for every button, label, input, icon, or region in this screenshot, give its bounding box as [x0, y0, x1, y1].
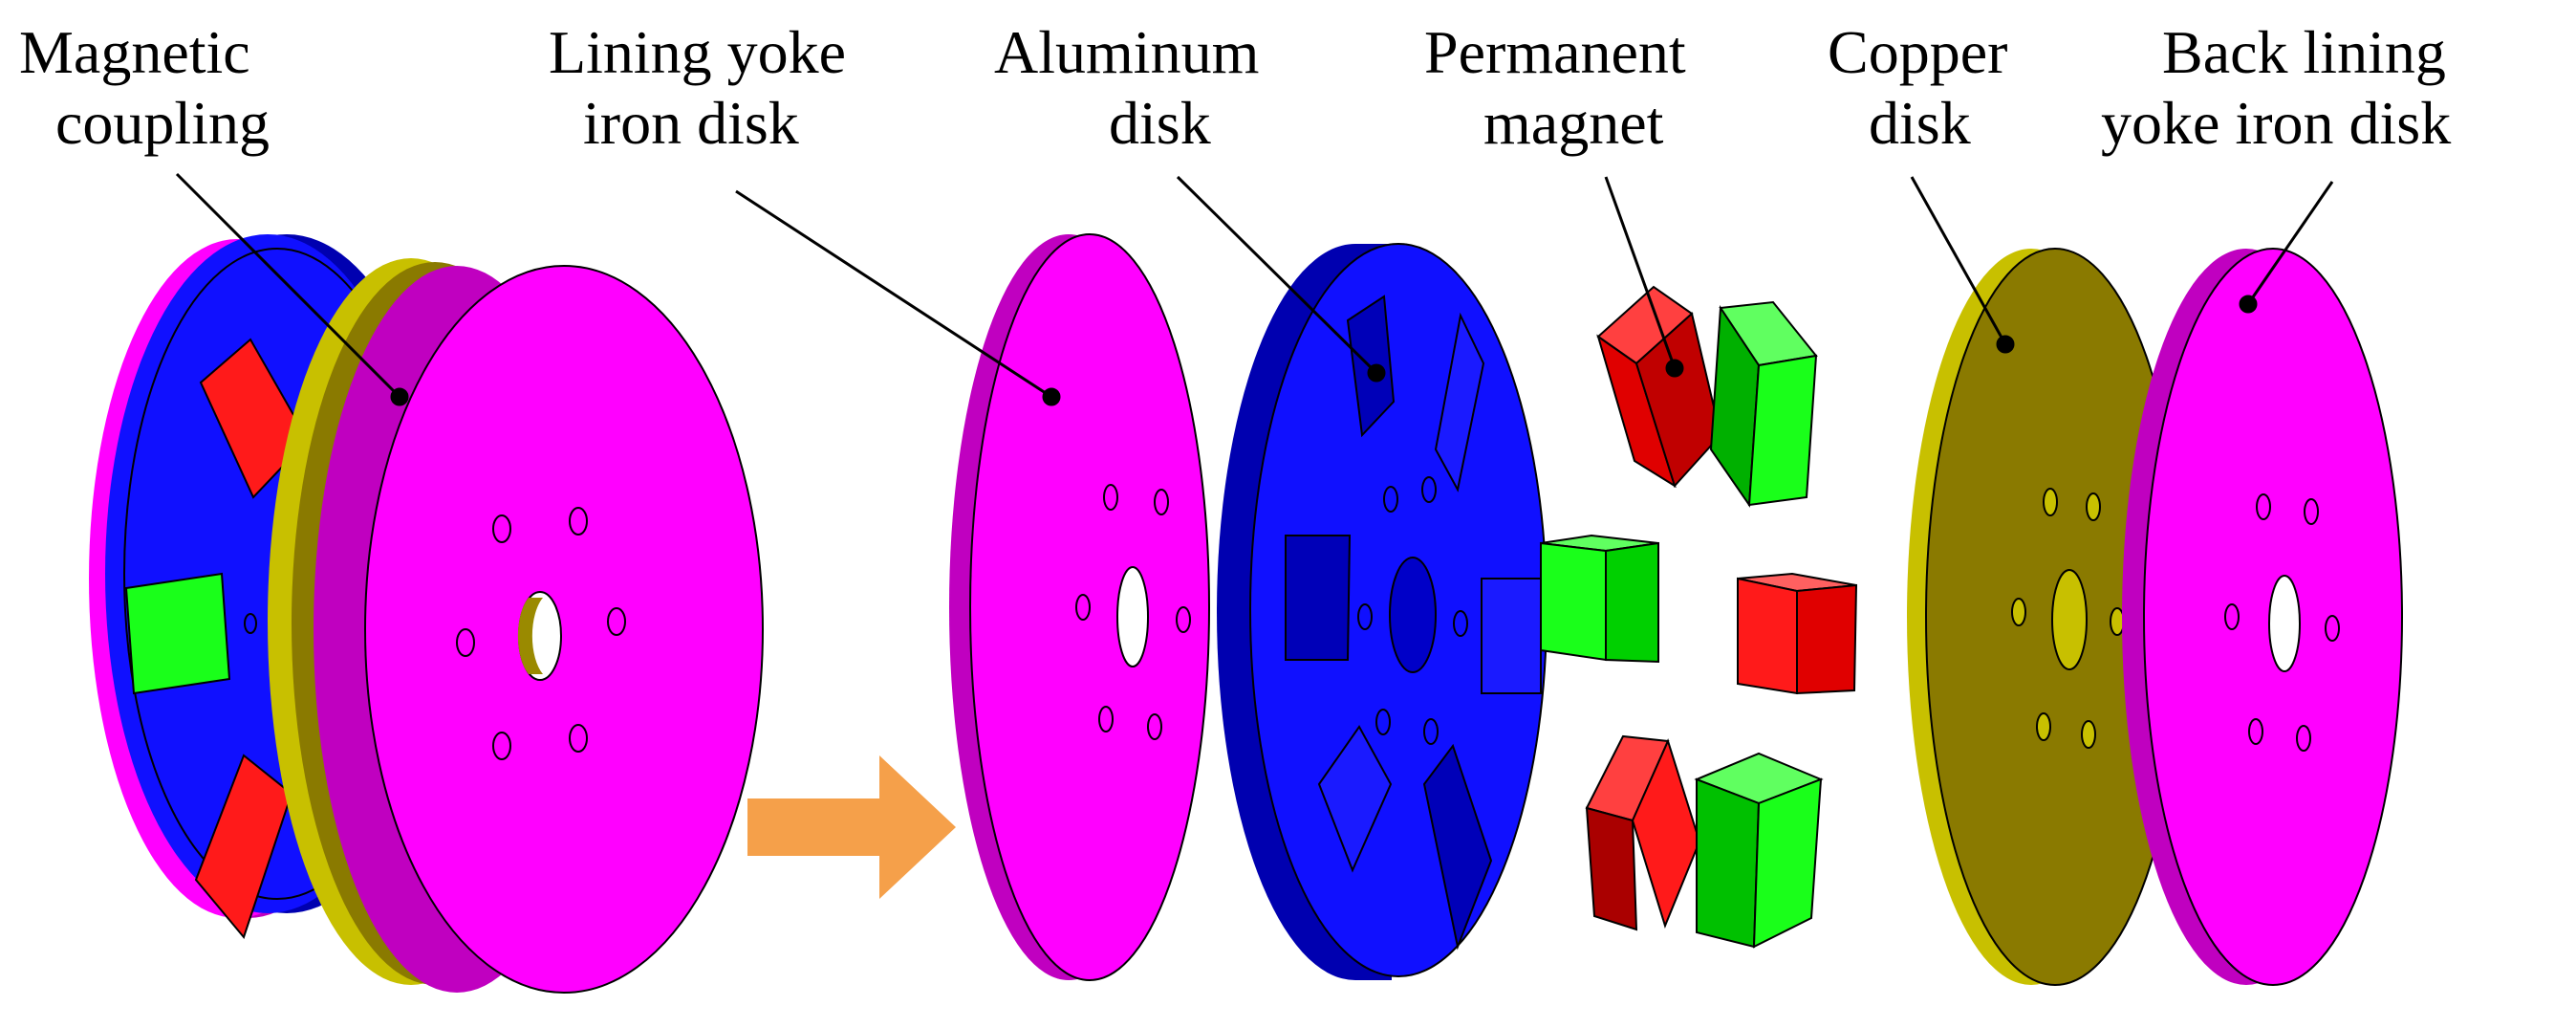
label-copper-disk: Copper disk	[1828, 18, 2007, 157]
lining-yoke-iron-disk	[949, 233, 1210, 981]
leader-lines	[175, 172, 2334, 406]
svg-text:disk: disk	[1109, 89, 1211, 157]
label-back-lining-yoke-iron-disk: Back lining yoke iron disk	[2101, 18, 2451, 157]
svg-text:Permanent: Permanent	[1424, 18, 1686, 86]
assembly-arrow	[747, 755, 956, 899]
aluminum-pocket-3	[1285, 535, 1352, 661]
leader-copper	[1910, 176, 2007, 345]
aluminum-pocket-2	[1434, 312, 1485, 492]
aluminum-pocket-6	[1422, 743, 1493, 951]
aluminum-disk	[1217, 243, 1548, 980]
svg-text:coupling: coupling	[55, 89, 270, 157]
leader-magnetic-coupling	[175, 172, 401, 399]
svg-text:iron disk: iron disk	[583, 89, 799, 157]
svg-text:disk: disk	[1869, 89, 1971, 157]
label-permanent-magnet: Permanent magnet	[1424, 18, 1686, 157]
back-lining-yoke-iron-disk	[2122, 248, 2403, 986]
svg-text:Magnetic: Magnetic	[19, 18, 250, 86]
aluminum-pocket-5	[1317, 725, 1393, 873]
svg-text:Back lining: Back lining	[2162, 18, 2446, 86]
svg-text:Lining yoke: Lining yoke	[549, 18, 846, 86]
leader-back-lining	[2246, 181, 2334, 305]
leader-lining-yoke	[735, 189, 1052, 399]
svg-text:Copper: Copper	[1828, 18, 2007, 86]
permanent-magnets	[1540, 285, 1858, 949]
aluminum-pocket-4	[1481, 578, 1542, 694]
leader-permanent-magnet	[1604, 176, 1677, 369]
svg-text:Aluminum: Aluminum	[994, 18, 1259, 86]
svg-text:magnet: magnet	[1483, 89, 1664, 157]
label-magnetic-coupling: Magnetic coupling	[19, 18, 270, 157]
svg-text:yoke iron disk: yoke iron disk	[2101, 89, 2451, 157]
assembled-front-iron-disk-face	[364, 265, 764, 994]
assembled-magnetic-coupling	[89, 234, 764, 994]
leader-aluminum	[1176, 175, 1378, 375]
label-aluminum-disk: Aluminum disk	[994, 18, 1259, 157]
copper-disk	[1907, 248, 2185, 986]
label-lining-yoke-iron-disk: Lining yoke iron disk	[549, 18, 846, 157]
assembled-magnet-green-mid	[124, 572, 231, 695]
